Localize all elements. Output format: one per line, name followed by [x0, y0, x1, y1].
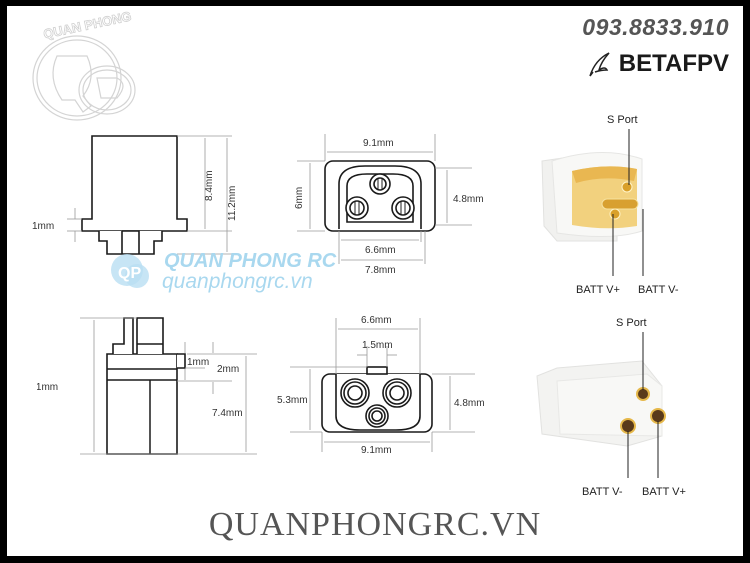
- footer-site: QUANPHONGRC.VN: [208, 506, 542, 543]
- dim-9-1mm-top: 9.1mm: [363, 138, 394, 149]
- dim-6mm: 6mm: [294, 187, 305, 209]
- male-batt-plus-label: BATT V+: [576, 284, 620, 296]
- dim-1mm-step: 1mm: [187, 357, 209, 368]
- dim-6-6mm-top: 6.6mm: [361, 315, 392, 326]
- dim-10-1mm: 10.1mm: [37, 382, 58, 393]
- brand: BETAFPV: [587, 50, 729, 78]
- canvas: QUAN PHONG 093.8833.910 BETAFPV 8.4mm 11…: [7, 6, 743, 556]
- dim-4-8mm: 4.8mm: [453, 194, 484, 205]
- qp-overlay-logo: QP: [111, 254, 149, 288]
- dim-1-5mm: 1.5mm: [362, 340, 393, 351]
- brand-name: BETAFPV: [618, 50, 729, 77]
- female-batt-minus-label: BATT V-: [582, 486, 623, 498]
- male-batt-minus-label: BATT V-: [638, 284, 679, 296]
- male-sport-label: S Port: [607, 114, 638, 126]
- female-connector-photo: S Port BATT V- BATT V+: [536, 317, 686, 498]
- dim-11-2mm: 11.2mm: [227, 186, 238, 221]
- watermark-title: QUAN PHONG RC: [164, 250, 337, 272]
- female-side-drawing: 10.1mm 1mm 2mm 7.4mm: [37, 317, 257, 455]
- dim-7-8mm: 7.8mm: [365, 265, 396, 274]
- male-side-drawing: 8.4mm 11.2mm 1mm: [32, 135, 238, 255]
- dim-7-4mm: 7.4mm: [212, 408, 243, 419]
- qp-logo-watermark: QUAN PHONG: [32, 8, 136, 121]
- phone-number: 093.8833.910: [582, 14, 729, 40]
- betafpv-feather-icon: [589, 52, 610, 77]
- dim-6-6mm: 6.6mm: [365, 245, 396, 256]
- dim-1mm: 1mm: [32, 221, 54, 232]
- dim-5-3mm: 5.3mm: [277, 395, 308, 406]
- watermark-url: quanphongrc.vn: [162, 270, 313, 293]
- dim-8-4mm: 8.4mm: [204, 170, 215, 201]
- dim-9-1mm-bottom: 9.1mm: [361, 445, 392, 456]
- female-front-drawing: 6.6mm 1.5mm 5.3mm 4.8mm 9.1mm: [277, 315, 485, 456]
- dim-4-8mm-f: 4.8mm: [454, 398, 485, 409]
- female-batt-plus-label: BATT V+: [642, 486, 686, 498]
- male-front-drawing: 9.1mm 6mm 4.8mm 6.6mm 7.8mm: [294, 134, 484, 274]
- dim-2mm: 2mm: [217, 364, 239, 375]
- female-sport-label: S Port: [616, 317, 647, 329]
- qp-overlay-letters: QP: [118, 265, 141, 282]
- male-connector-photo: S Port BATT V+ BATT V-: [541, 114, 679, 296]
